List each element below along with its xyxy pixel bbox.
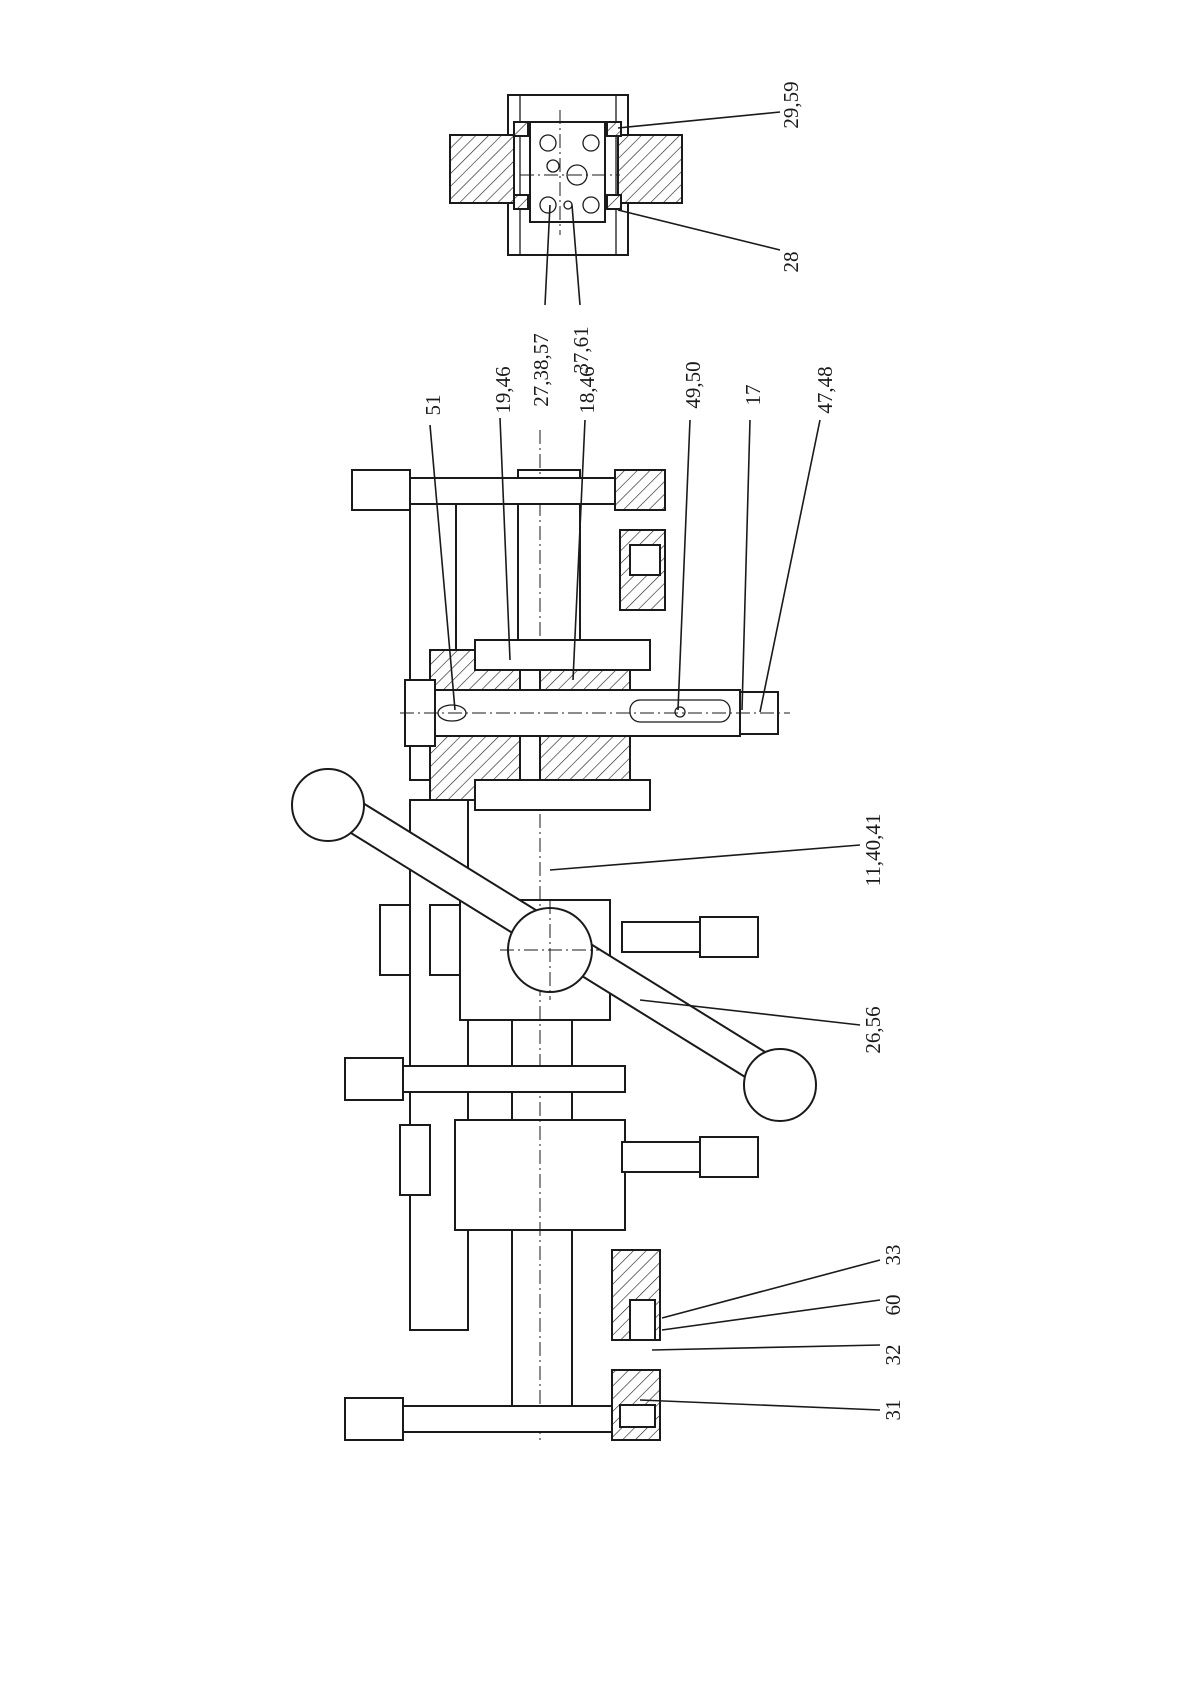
- right-nut-lower: [700, 1137, 758, 1177]
- callout-28: 28: [779, 252, 803, 273]
- bottom-bolt-shank: [403, 1406, 625, 1432]
- handle-bottom-ball: [744, 1049, 816, 1121]
- bearing-cap-bottom: [475, 780, 650, 810]
- callout-27-38-57: 27,38,57: [529, 333, 553, 407]
- callout-29-59: 29,59: [779, 81, 803, 128]
- callout-33: 33: [881, 1245, 905, 1266]
- left-knob-middle: [430, 905, 460, 975]
- callout-60: 60: [881, 1295, 905, 1316]
- lower-bracket: [612, 1250, 660, 1440]
- callout-11-40-41: 11,40,41: [861, 814, 885, 887]
- callout-51: 51: [421, 395, 445, 416]
- right-shank-upper: [622, 922, 700, 952]
- left-knob-lower: [400, 1125, 430, 1195]
- callout-19-46: 19,46: [491, 366, 515, 413]
- callout-17: 17: [741, 385, 765, 406]
- upper-bracket: [615, 470, 665, 610]
- detail-view-block: [450, 95, 682, 255]
- callout-49-50: 49,50: [681, 361, 705, 408]
- left-hatched-wall: [450, 135, 514, 203]
- bearing-cap-top: [475, 640, 650, 670]
- right-hatched-wall: [618, 135, 682, 203]
- top-bolt-head: [352, 470, 410, 510]
- middle-bolt-head: [345, 1058, 403, 1100]
- right-shank-lower: [622, 1142, 700, 1172]
- middle-bolt-shank: [403, 1066, 625, 1092]
- bottom-bolt-head: [345, 1398, 403, 1440]
- callout-47-48: 47,48: [813, 366, 837, 413]
- right-nut-upper: [700, 917, 758, 957]
- callout-32: 32: [881, 1345, 905, 1366]
- callout-26-56: 26,56: [861, 1006, 885, 1053]
- left-knob-upper: [380, 905, 410, 975]
- handle-top-ball: [292, 769, 364, 841]
- callout-31: 31: [881, 1400, 905, 1421]
- bearing-housing: [400, 640, 790, 810]
- callout-18-46: 18,46: [575, 366, 599, 413]
- top-bolt-shank: [410, 478, 620, 504]
